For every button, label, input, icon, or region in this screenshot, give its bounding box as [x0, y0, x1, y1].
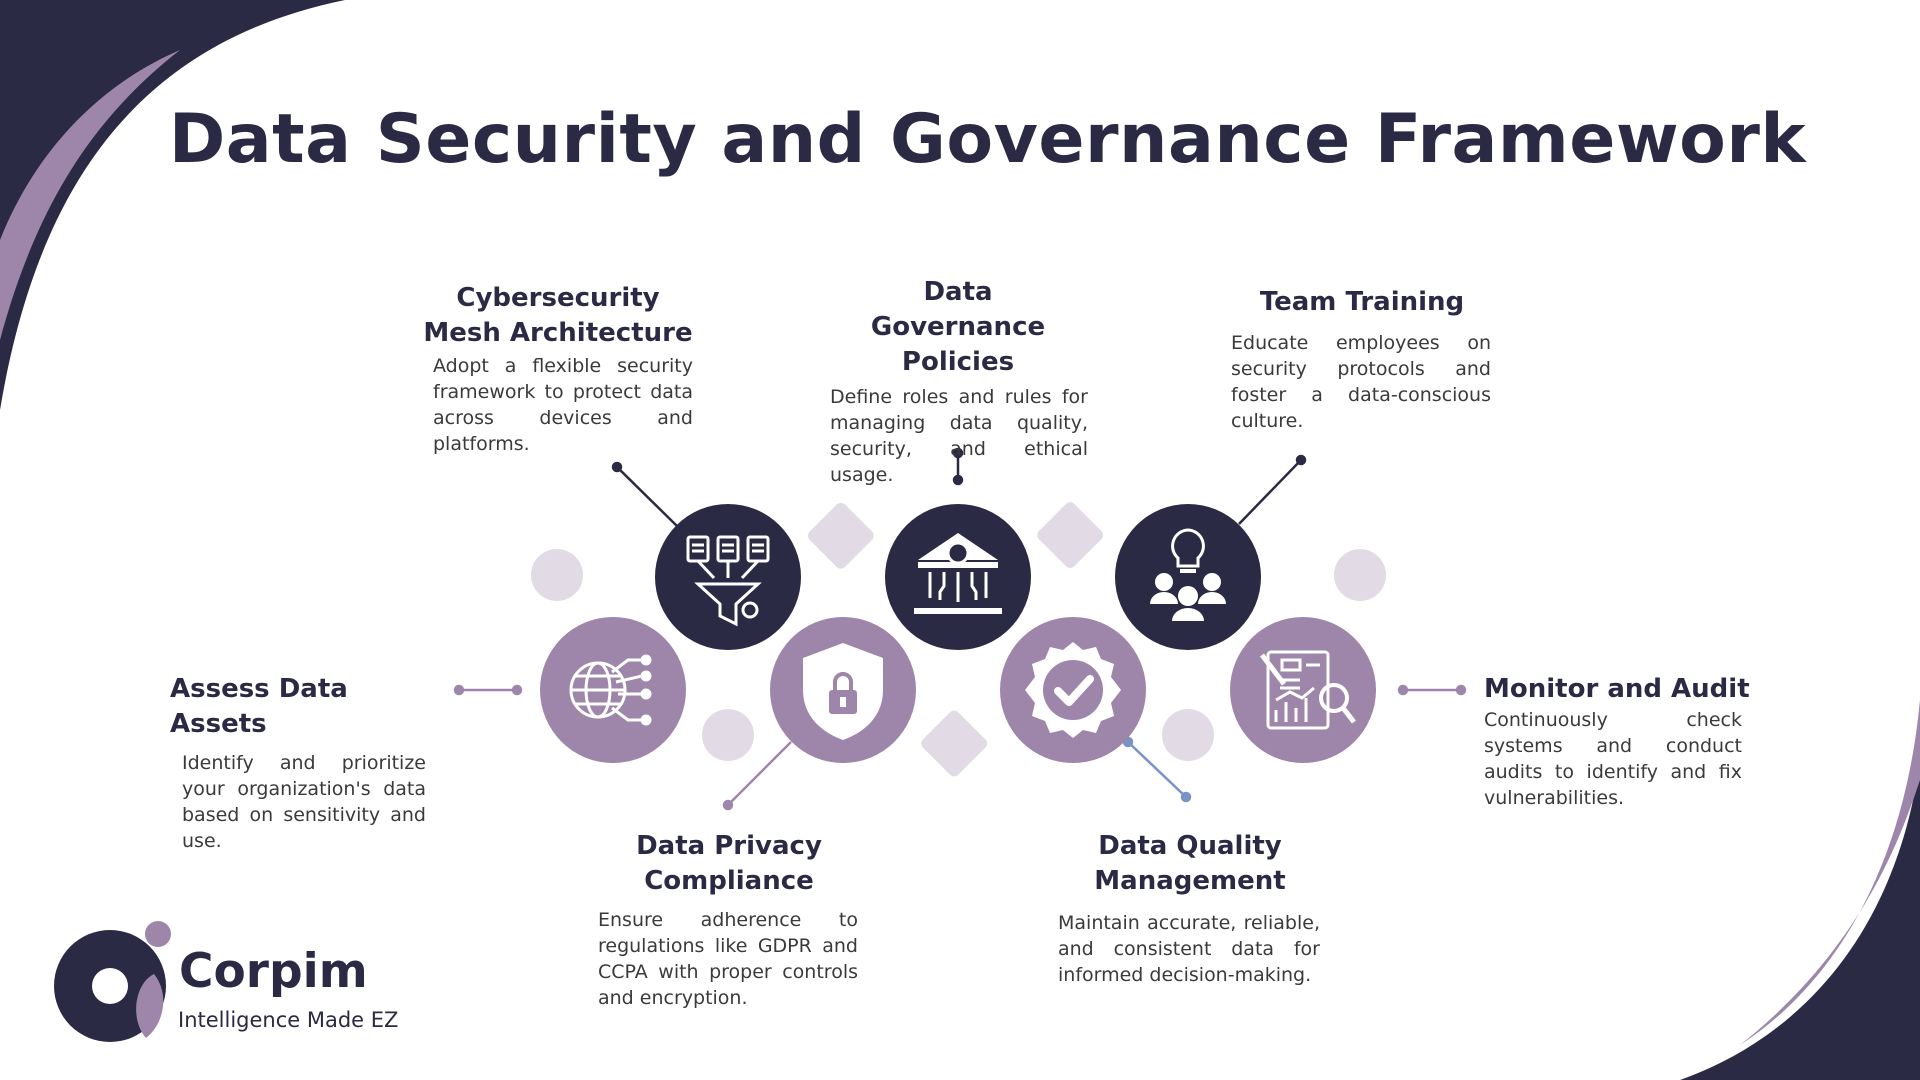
- node-description: Continuously check systems and conduct a…: [1484, 709, 1742, 809]
- node-assess-data-assets: Assess Data Assets Identify and prioriti…: [170, 672, 440, 854]
- connector-governance: [952, 447, 964, 486]
- decor-dot: [1162, 709, 1214, 761]
- node-description: Define roles and rules for managing data…: [830, 386, 1088, 486]
- node-description: Ensure adherence to regulations like GDP…: [598, 909, 858, 1009]
- page-title: Data Security and Governance Framework: [168, 100, 1807, 179]
- connector-cybersecurity: [611, 461, 679, 528]
- node-title: Monitor and Audit: [1484, 674, 1750, 704]
- node-description: Identify and prioritize your organizatio…: [182, 752, 426, 852]
- decor-dot: [702, 709, 754, 761]
- decor-diamond: [1037, 502, 1104, 568]
- node-title: Data Governance Policies: [870, 277, 1046, 377]
- badge-check-icon: [1025, 642, 1121, 738]
- connector-quality: [1122, 736, 1192, 803]
- connector-monitor: [1397, 684, 1467, 696]
- decor-dot: [1334, 549, 1386, 601]
- connector-privacy: [722, 741, 792, 811]
- node-data-governance: Data Governance Policies Define roles an…: [818, 275, 1098, 488]
- logo-mark-icon: [54, 921, 171, 1042]
- lightbulb-team-icon: [1150, 528, 1226, 621]
- decor-diamond: [808, 502, 874, 569]
- node-title: Assess Data Assets: [170, 674, 348, 739]
- node-data-privacy: Data Privacy Compliance Ensure adherence…: [598, 829, 860, 1011]
- node-monitor-circle: [1230, 617, 1376, 763]
- decor-diamond: [921, 710, 988, 777]
- document-funnel-icon: [686, 535, 770, 627]
- top-left-accent: [0, 50, 180, 340]
- node-title: Data Privacy Compliance: [636, 831, 822, 896]
- node-data-quality: Data Quality Management Maintain accurat…: [1058, 829, 1322, 988]
- connector-assess: [453, 684, 523, 696]
- node-team-training: Team Training Educate employees on secur…: [1222, 285, 1502, 434]
- logo-name: Corpim: [179, 944, 368, 999]
- node-title: Cybersecurity Mesh Architecture: [423, 283, 693, 348]
- node-title: Team Training: [1259, 287, 1465, 317]
- node-title: Data Quality Management: [1094, 831, 1286, 896]
- bottom-right-swoosh: [1680, 760, 1920, 1080]
- node-description: Educate employees on security protocols …: [1231, 332, 1491, 432]
- shield-lock-icon: [803, 643, 883, 740]
- node-monitor-audit: Monitor and Audit Continuously check sys…: [1484, 672, 1754, 811]
- company-logo: Corpim Intelligence Made EZ: [54, 920, 398, 1055]
- node-description: Maintain accurate, reliable, and consist…: [1058, 912, 1320, 986]
- node-cybersecurity-mesh: Cybersecurity Mesh Architecture Adopt a …: [423, 281, 693, 457]
- globe-network-icon: [569, 654, 652, 726]
- connector-training: [1238, 454, 1307, 525]
- report-magnifier-icon: [1260, 650, 1356, 730]
- top-left-swoosh: [0, 0, 345, 410]
- decor-dot: [531, 549, 583, 601]
- logo-tagline: Intelligence Made EZ: [178, 1008, 399, 1032]
- node-description: Adopt a flexible security framework to p…: [433, 355, 693, 455]
- node-training-circle: [1115, 504, 1261, 650]
- institution-circuit-icon: [914, 533, 1002, 614]
